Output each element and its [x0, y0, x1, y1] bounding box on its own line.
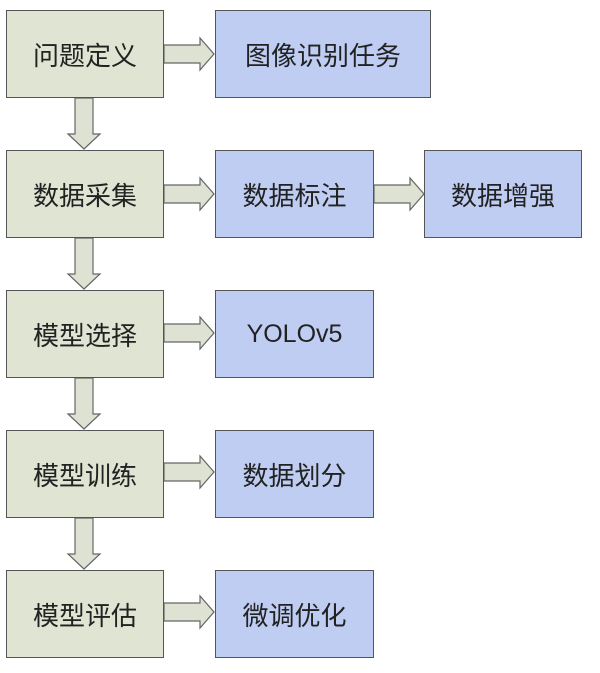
output-fine-tuning: 微调优化 [215, 570, 374, 658]
step-model-evaluation: 模型评估 [6, 570, 164, 658]
step-data-collection: 数据采集 [6, 150, 164, 238]
arrow-define-to-task [163, 36, 215, 72]
arrow-define-to-collect [66, 97, 102, 150]
arrow-train-to-split [163, 454, 215, 490]
output-yolov5: YOLOv5 [215, 290, 374, 378]
arrow-select-to-yolo [163, 315, 215, 351]
output-data-labeling: 数据标注 [215, 150, 374, 238]
step-model-training: 模型训练 [6, 430, 164, 518]
arrow-eval-to-finetune [163, 594, 215, 630]
step-problem-definition: 问题定义 [6, 10, 164, 98]
arrow-collect-to-select [66, 237, 102, 290]
arrow-train-to-eval [66, 517, 102, 570]
arrow-collect-to-label [163, 176, 215, 212]
output-data-augmentation: 数据增强 [424, 150, 582, 238]
step-model-selection: 模型选择 [6, 290, 164, 378]
arrow-label-to-augment [373, 176, 425, 212]
arrow-select-to-train [66, 377, 102, 430]
output-data-split: 数据划分 [215, 430, 374, 518]
output-image-recognition-task: 图像识别任务 [215, 10, 431, 98]
